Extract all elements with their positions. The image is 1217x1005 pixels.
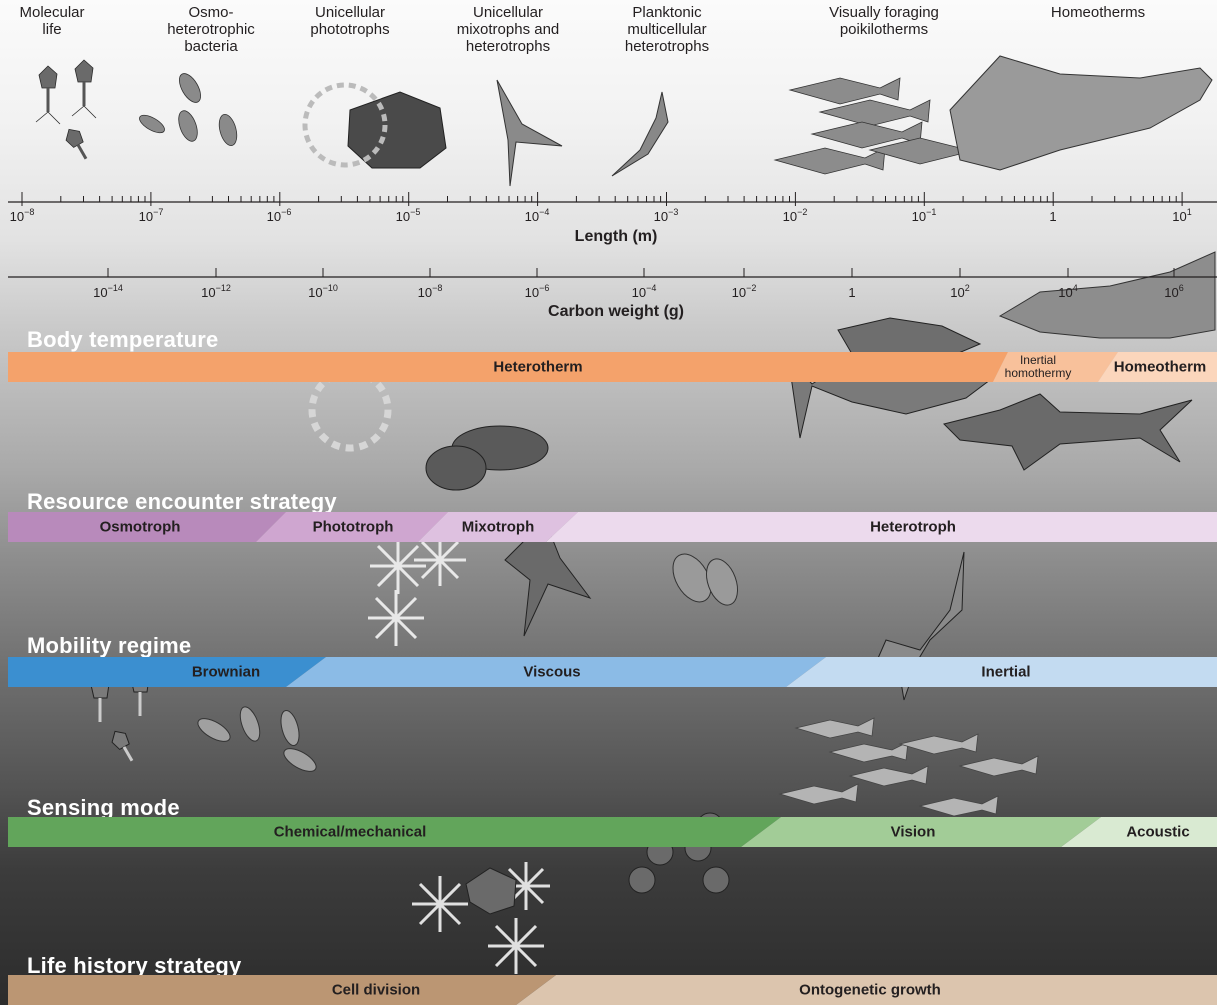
length-axis-title: Length (m) [575,228,658,246]
band-shapes [8,817,1217,847]
band-shapes [8,975,1217,1005]
length-tick-label: 10−1 [912,207,937,224]
weight-tick-label: 10−4 [632,283,657,300]
length-tick-label: 10−4 [525,207,550,224]
carbon-weight-axis-ticks [108,268,1174,277]
segment-label-mixotroph: Mixotroph [462,519,535,536]
weight-tick-label: 102 [950,283,969,300]
band-shapes [8,512,1217,542]
weight-tick-label: 1 [848,283,855,300]
segment-label-brownian: Brownian [192,664,260,681]
carbon-weight-axis-title: Carbon weight (g) [548,303,684,321]
segment-label-inertial-homothermy: Inertial homothermy [1005,354,1072,380]
band-shapes [8,657,1217,687]
length-tick-label: 101 [1172,207,1191,224]
segment-label-osmotroph: Osmotroph [100,519,181,536]
length-tick-label: 10−2 [783,207,808,224]
segment-label-vision: Vision [891,824,936,841]
band-body-temperature: Heterotherm Inertial homothermy Homeothe… [8,352,1217,382]
band-life-history: Cell division Ontogenetic growth [8,975,1217,1005]
band-resource-encounter: Osmotroph Phototroph Mixotroph Heterotro… [8,512,1217,542]
weight-tick-label: 10−12 [201,283,231,300]
band-segment-cell-division [8,975,556,1005]
segment-label-acoustic: Acoustic [1126,824,1189,841]
segment-label-cell-division: Cell division [332,982,420,999]
length-tick-label: 1 [1049,207,1056,224]
length-axis-minor-ticks [22,192,1182,206]
segment-label-heterotroph: Heterotroph [870,519,956,536]
segment-label-inertial: Inertial [981,664,1030,681]
segment-label-chemical-mechanical: Chemical/mechanical [274,824,427,841]
segment-label-homeotherm: Homeotherm [1114,359,1207,376]
weight-tick-label: 10−14 [93,283,123,300]
weight-tick-label: 10−10 [308,283,338,300]
length-tick-label: 10−7 [139,207,164,224]
length-tick-label: 10−3 [654,207,679,224]
weight-tick-label: 106 [1164,283,1183,300]
category-title-body-temperature: Body temperature [27,327,218,353]
band-sensing-mode: Chemical/mechanical Vision Acoustic [8,817,1217,847]
weight-tick-label: 10−2 [732,283,757,300]
weight-tick-label: 10−6 [525,283,550,300]
segment-label-ontogenetic-growth: Ontogenetic growth [799,982,941,999]
length-tick-label: 10−8 [10,207,35,224]
category-title-mobility-regime: Mobility regime [27,633,191,659]
weight-tick-label: 10−8 [418,283,443,300]
band-mobility-regime: Brownian Viscous Inertial [8,657,1217,687]
segment-label-phototroph: Phototroph [313,519,394,536]
band-segment-brownian [8,657,326,687]
segment-label-heterotherm: Heterotherm [493,359,582,376]
weight-tick-label: 104 [1058,283,1077,300]
length-tick-label: 10−5 [396,207,421,224]
length-tick-label: 10−6 [267,207,292,224]
segment-label-viscous: Viscous [523,664,580,681]
